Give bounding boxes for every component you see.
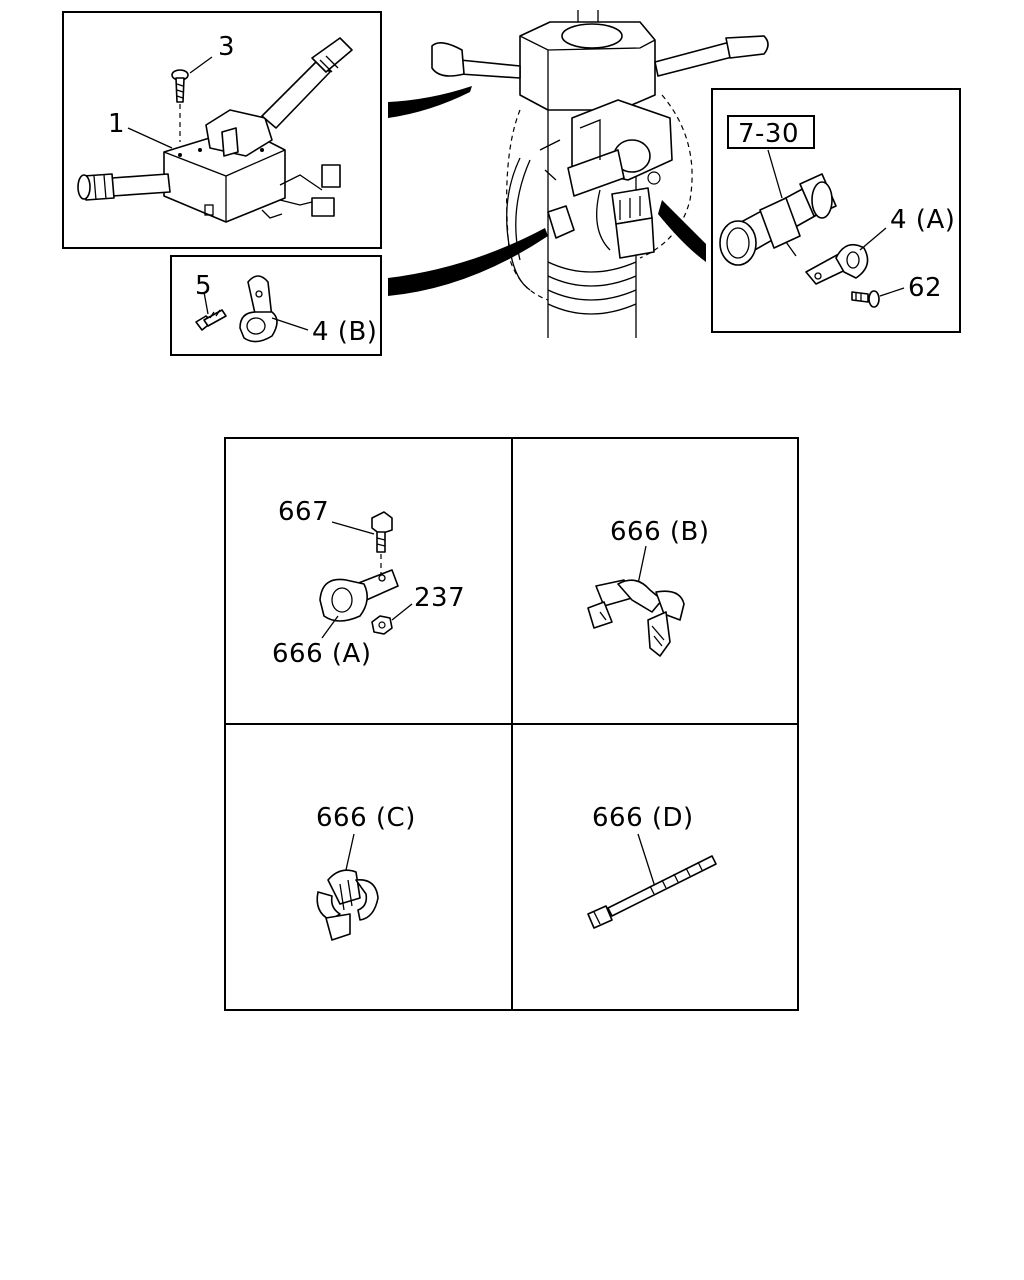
p-clamp-icon — [805, 243, 869, 285]
pipe-joint-panel-frame — [711, 88, 961, 333]
cable-tie-icon — [587, 855, 717, 929]
leader-wedge-mid — [388, 228, 548, 296]
callout-62: 62 — [908, 273, 942, 303]
steering-column-icon — [431, 10, 769, 338]
p-clamp-icon — [239, 275, 278, 343]
cell-666a: 667 237 666 (A) — [272, 497, 465, 669]
switch-assembly-panel: 3 1 — [62, 11, 382, 249]
callout-666c: 666 (C) — [316, 803, 416, 833]
pipe-joint-panel: 7-30 4 (A) 62 — [711, 88, 961, 333]
callout-667: 667 — [278, 497, 329, 527]
clip-icon — [587, 579, 685, 657]
callout-666a: 666 (A) — [272, 639, 371, 669]
callout-666d: 666 (D) — [592, 803, 694, 833]
cell-666c: 666 (C) — [316, 803, 416, 941]
ref-7-30-label: 7-30 — [738, 119, 799, 149]
screw-icon — [171, 69, 189, 103]
p-clamp-icon — [319, 569, 399, 622]
clip-icon — [316, 869, 379, 941]
pipe-joint-icon — [719, 173, 837, 266]
clamp-b-panel: 5 4 (B) — [170, 255, 382, 356]
callout-4b: 4 (B) — [312, 317, 377, 347]
ref-7-30-box — [727, 115, 815, 149]
bolt-icon — [195, 309, 227, 331]
cell-666d: 666 (D) — [587, 803, 717, 929]
callout-5: 5 — [195, 271, 212, 301]
leader-wedge-right — [658, 200, 706, 262]
switch-panel-frame — [62, 11, 382, 249]
bolt-icon — [371, 511, 393, 553]
callout-3: 3 — [218, 32, 235, 62]
callout-237: 237 — [414, 583, 465, 613]
leader-wedge-top — [388, 86, 472, 118]
callout-4a: 4 (A) — [890, 205, 955, 235]
cell-666b: 666 (B) — [587, 517, 710, 657]
clamp-b-panel-frame — [170, 255, 382, 356]
screw-icon — [851, 290, 880, 308]
nut-icon — [371, 615, 393, 635]
combination-switch-icon — [77, 37, 353, 223]
callout-1: 1 — [108, 109, 125, 139]
callout-666b: 666 (B) — [610, 517, 710, 547]
fastener-grid: 667 237 666 (A) 666 (B) — [224, 437, 799, 1011]
